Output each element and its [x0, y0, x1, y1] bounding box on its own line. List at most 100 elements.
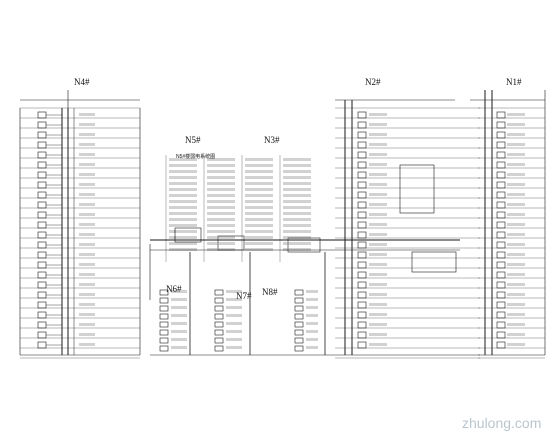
zone-label-n3: N3#	[264, 135, 280, 145]
zone-sublabel-n5: N5#楼弱电系统图	[176, 153, 215, 160]
device-box-n4	[37, 231, 47, 239]
device-box-n1	[496, 251, 506, 259]
device-box-n1	[496, 261, 506, 269]
device-box-n1	[496, 291, 506, 299]
device-box-n4	[37, 191, 47, 199]
diagram-linework	[19, 90, 546, 359]
device-box-n2	[357, 171, 367, 179]
device-box-n4	[37, 171, 47, 179]
device-box-n6	[159, 313, 169, 320]
device-box-n1	[496, 141, 506, 149]
device-box-n2	[357, 271, 367, 279]
zone-label-n6: N6#	[166, 284, 182, 294]
device-box-n2	[357, 231, 367, 239]
device-box-n4	[37, 151, 47, 159]
device-box-n1	[496, 181, 506, 189]
cabinet-n5	[174, 227, 202, 243]
device-box-n2	[357, 181, 367, 189]
device-box-n4	[37, 341, 47, 349]
device-box-n2	[357, 141, 367, 149]
device-box-n4	[37, 181, 47, 189]
device-box-n8	[294, 289, 304, 296]
device-box-n1	[496, 171, 506, 179]
device-box-n4	[37, 301, 47, 309]
device-box-n2	[357, 131, 367, 139]
device-box-n4	[37, 251, 47, 259]
zone-label-n4: N4#	[74, 77, 90, 87]
device-box-n2	[357, 211, 367, 219]
device-box-n2	[357, 261, 367, 269]
device-box-n2	[357, 161, 367, 169]
device-box-n2	[357, 341, 367, 349]
device-box-n8	[294, 305, 304, 312]
device-box-n8	[294, 321, 304, 328]
device-box-n2	[357, 241, 367, 249]
device-box-n1	[496, 311, 506, 319]
device-box-n4	[37, 211, 47, 219]
device-box-n1	[496, 281, 506, 289]
panel-n2	[399, 164, 435, 214]
device-box-n4	[37, 131, 47, 139]
zone-label-n1: N1#	[506, 77, 522, 87]
device-box-n2	[357, 291, 367, 299]
device-box-n6	[159, 297, 169, 304]
device-box-n2	[357, 111, 367, 119]
device-box-n1	[496, 341, 506, 349]
zone-label-n5: N5#	[185, 135, 201, 145]
device-box-n2	[357, 301, 367, 309]
device-box-n6	[159, 321, 169, 328]
device-box-n7	[214, 305, 224, 312]
device-box-n7	[214, 329, 224, 336]
device-box-n1	[496, 211, 506, 219]
device-box-n7	[214, 313, 224, 320]
device-box-n6	[159, 329, 169, 336]
zone-label-n8: N8#	[262, 287, 278, 297]
device-box-n8	[294, 329, 304, 336]
cabinet-n2	[287, 237, 321, 253]
device-box-n2	[357, 191, 367, 199]
zone-label-n2: N2#	[365, 77, 381, 87]
device-box-n1	[496, 271, 506, 279]
device-box-n1	[496, 151, 506, 159]
device-box-n2	[357, 151, 367, 159]
device-box-n1	[496, 331, 506, 339]
device-box-n7	[214, 297, 224, 304]
device-box-n4	[37, 241, 47, 249]
device-box-n4	[37, 321, 47, 329]
device-box-n2	[357, 281, 367, 289]
device-box-n4	[37, 291, 47, 299]
device-box-n1	[496, 121, 506, 129]
device-box-n7	[214, 321, 224, 328]
device-box-n8	[294, 297, 304, 304]
device-box-n8	[294, 313, 304, 320]
device-box-n1	[496, 241, 506, 249]
device-box-n2	[357, 321, 367, 329]
device-box-n2	[357, 251, 367, 259]
device-box-n4	[37, 111, 47, 119]
device-box-n4	[37, 311, 47, 319]
device-box-n2	[357, 121, 367, 129]
device-box-n1	[496, 161, 506, 169]
device-box-n4	[37, 221, 47, 229]
device-box-n4	[37, 271, 47, 279]
device-box-n4	[37, 331, 47, 339]
device-box-n8	[294, 345, 304, 352]
device-box-n4	[37, 201, 47, 209]
zone-label-n7: N7#	[236, 291, 252, 301]
device-box-n1	[496, 221, 506, 229]
device-box-n1	[496, 301, 506, 309]
device-box-n1	[496, 131, 506, 139]
device-box-n7	[214, 345, 224, 352]
device-box-n6	[159, 345, 169, 352]
device-box-n1	[496, 111, 506, 119]
device-box-n4	[37, 281, 47, 289]
device-box-n7	[214, 289, 224, 296]
device-box-n4	[37, 261, 47, 269]
device-box-n4	[37, 141, 47, 149]
device-box-n2	[357, 201, 367, 209]
device-box-n6	[159, 337, 169, 344]
device-box-n4	[37, 121, 47, 129]
device-box-n1	[496, 321, 506, 329]
device-box-n1	[496, 231, 506, 239]
